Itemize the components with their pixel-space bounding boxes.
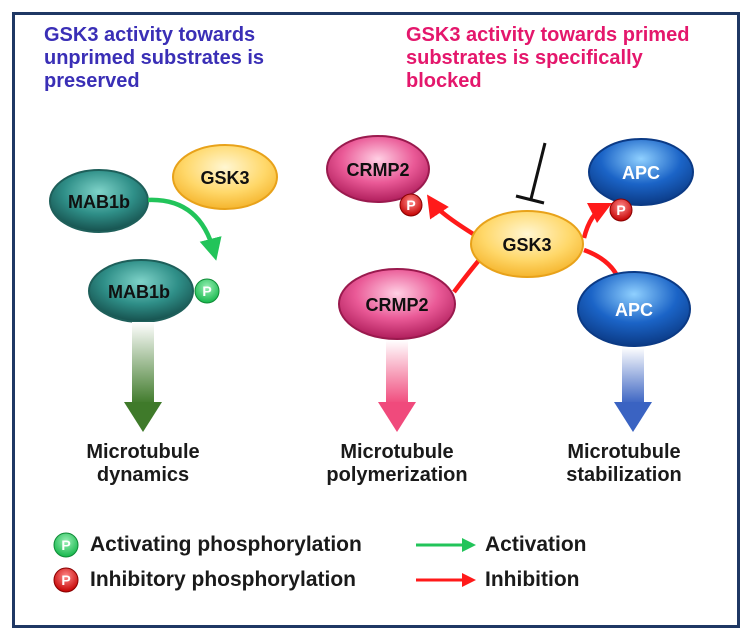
inhibition-arrow-to-apc-top: [581, 202, 613, 239]
inhibitory-phospho-badge-crmp2: P: [399, 193, 423, 217]
mab1b-top-node: MAB1b: [49, 169, 149, 233]
blocking-inhibition-symbol: [515, 142, 547, 205]
outcome-arrow-dynamics: [124, 322, 162, 432]
apc-top-label: APC: [622, 163, 660, 183]
outcome-dynamics: Microtubule dynamics: [86, 441, 200, 486]
crmp2-bottom-node: CRMP2: [338, 268, 456, 340]
activation-arrow-mab1b: [147, 197, 222, 261]
outcome-arrow-polymerization: [378, 340, 416, 432]
outcome-stabilization: Microtubule stabilization: [566, 441, 682, 486]
activating-phospho-badge: P: [194, 278, 220, 304]
legend-activation-arrow: [416, 538, 476, 552]
legend-activation: Activation: [485, 533, 587, 556]
legend-inhibition: Inhibition: [485, 568, 580, 591]
header-left-unprimed: GSK3 activity towards unprimed substrate…: [44, 24, 265, 92]
gsk3-center-node: GSK3: [470, 210, 584, 278]
legend-inhibition-arrow: [416, 573, 476, 587]
gsk3-left-node: GSK3: [172, 144, 278, 210]
apc-bottom-label: APC: [615, 300, 653, 320]
mab1b-bottom-node: MAB1b: [88, 259, 194, 323]
legend-activating-phosphorylation: Activating phosphorylation: [90, 533, 362, 556]
svg-text:P: P: [406, 197, 415, 213]
mab1b-bottom-label: MAB1b: [108, 282, 170, 302]
inhibitory-phospho-badge-apc: P: [609, 198, 633, 222]
apc-bottom-node: APC: [577, 271, 691, 347]
crmp2-top-node: CRMP2: [326, 135, 430, 203]
gsk3-left-label: GSK3: [200, 168, 249, 188]
crmp2-bottom-label: CRMP2: [365, 295, 428, 315]
gsk3-center-label: GSK3: [502, 235, 551, 255]
svg-text:P: P: [61, 537, 70, 553]
mab1b-top-label: MAB1b: [68, 192, 130, 212]
legend-inhibitory-phosphorylation: Inhibitory phosphorylation: [90, 568, 356, 591]
crmp2-top-label: CRMP2: [346, 160, 409, 180]
legend-inhibitory-badge: P: [53, 567, 79, 593]
outcome-arrow-stabilization: [614, 347, 652, 432]
legend-activating-badge: P: [53, 532, 79, 558]
svg-text:P: P: [616, 202, 625, 218]
apc-top-node: APC: [588, 138, 694, 206]
outcome-polymerization: Microtubule polymerization: [326, 441, 468, 486]
svg-text:P: P: [61, 572, 70, 588]
svg-text:P: P: [202, 283, 211, 299]
header-right-primed: GSK3 activity towards primed substrates …: [406, 24, 690, 92]
